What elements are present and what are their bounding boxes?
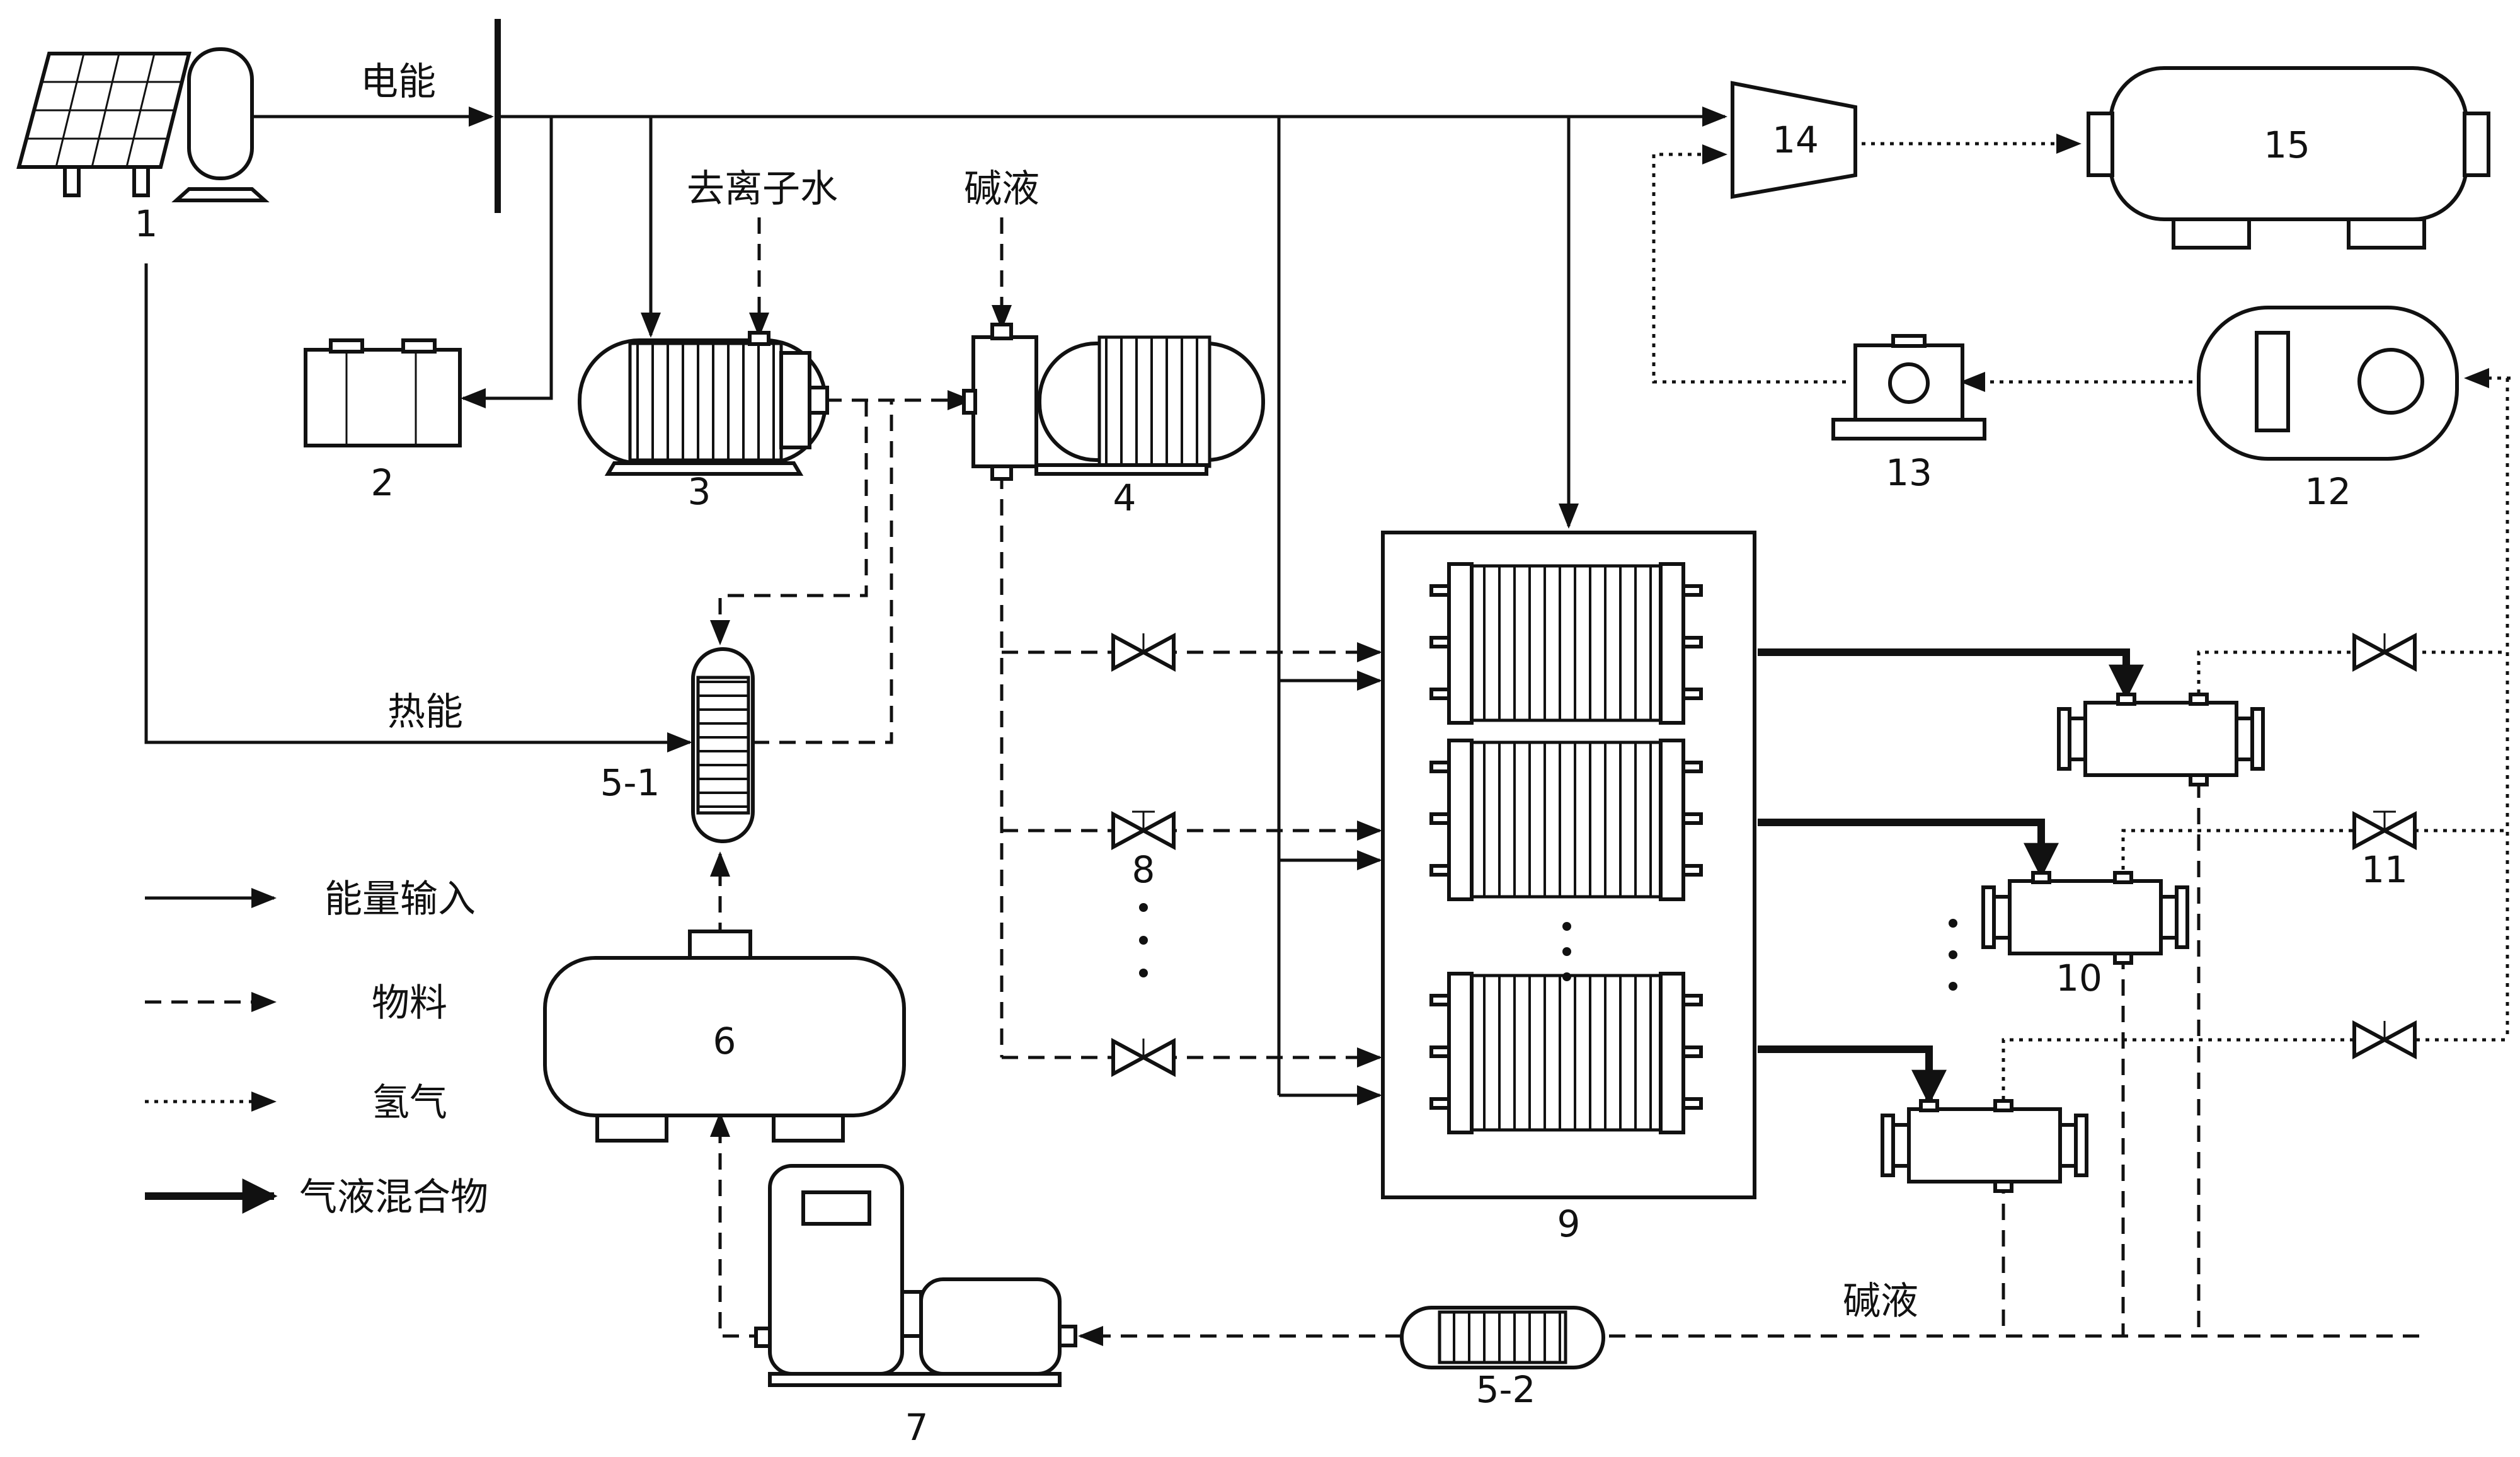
label-7: 7 bbox=[905, 1406, 929, 1449]
label-4: 4 bbox=[1113, 476, 1137, 519]
legend-material: 物料 bbox=[145, 981, 447, 1025]
label-11: 11 bbox=[2361, 848, 2408, 891]
heat-exchanger-5-1 bbox=[691, 647, 755, 843]
label-10: 10 bbox=[2056, 957, 2102, 999]
label-14: 14 bbox=[1772, 118, 1819, 161]
hydrogen-purifier bbox=[2197, 306, 2459, 461]
legend: 能量输入 物料 氢气 气液混合物 bbox=[145, 877, 488, 1219]
label-2: 2 bbox=[371, 461, 394, 504]
gas-liquid-lines bbox=[1758, 648, 2144, 1105]
hydrogen-dryer bbox=[1831, 334, 1986, 441]
label-alkali-in: 碱液 bbox=[964, 167, 1040, 211]
label-6: 6 bbox=[713, 1020, 736, 1063]
material-lines bbox=[710, 217, 2419, 1346]
label-thermal-energy: 热能 bbox=[387, 690, 463, 734]
label-3: 3 bbox=[688, 470, 711, 513]
legend-energy-input: 能量输入 bbox=[145, 877, 476, 921]
battery-unit bbox=[304, 338, 462, 447]
legend-material-label: 物料 bbox=[372, 981, 447, 1025]
gas-liquid-separators bbox=[1881, 693, 2265, 1193]
label-1: 1 bbox=[135, 202, 158, 245]
valves-11 bbox=[2352, 632, 2417, 1060]
energy-lines bbox=[144, 19, 1727, 1105]
hydrogen-storage-tank bbox=[2087, 66, 2490, 250]
label-15: 15 bbox=[2264, 124, 2310, 166]
label-electric-energy: 电能 bbox=[360, 60, 436, 104]
legend-gas-liquid-mixture-label: 气液混合物 bbox=[299, 1175, 488, 1219]
label-12: 12 bbox=[2305, 470, 2351, 513]
label-alkali-return: 碱液 bbox=[1843, 1279, 1918, 1323]
valves-8 bbox=[1111, 632, 1176, 1078]
solar-panel-unit bbox=[16, 47, 270, 202]
alkali-storage-tank bbox=[543, 930, 906, 1143]
label-8: 8 bbox=[1132, 848, 1155, 891]
hydrogen-compressor bbox=[1731, 81, 1857, 199]
label-9: 9 bbox=[1557, 1202, 1581, 1245]
label-deionized-water: 去离子水 bbox=[687, 167, 838, 211]
legend-gas-liquid-mixture: 气液混合物 bbox=[145, 1175, 488, 1219]
label-5-2: 5-2 bbox=[1476, 1368, 1536, 1411]
label-13: 13 bbox=[1886, 451, 1932, 494]
label-5-1: 5-1 bbox=[600, 761, 660, 804]
heat-exchanger-5-2 bbox=[1400, 1306, 1605, 1369]
legend-energy-input-label: 能量输入 bbox=[324, 877, 476, 921]
electrolyzer-stack-2 bbox=[1429, 739, 1703, 901]
legend-hydrogen-label: 氢气 bbox=[372, 1081, 447, 1125]
alkali-preparation-unit bbox=[962, 323, 1265, 481]
electrolyzer-array bbox=[1381, 531, 1756, 1199]
circulation-pump bbox=[754, 1164, 1077, 1387]
electrolyzer-stack-n bbox=[1429, 972, 1703, 1134]
deionized-water-unit bbox=[578, 331, 829, 476]
legend-hydrogen: 氢气 bbox=[145, 1081, 447, 1125]
electrolyzer-stack-1 bbox=[1429, 562, 1703, 725]
